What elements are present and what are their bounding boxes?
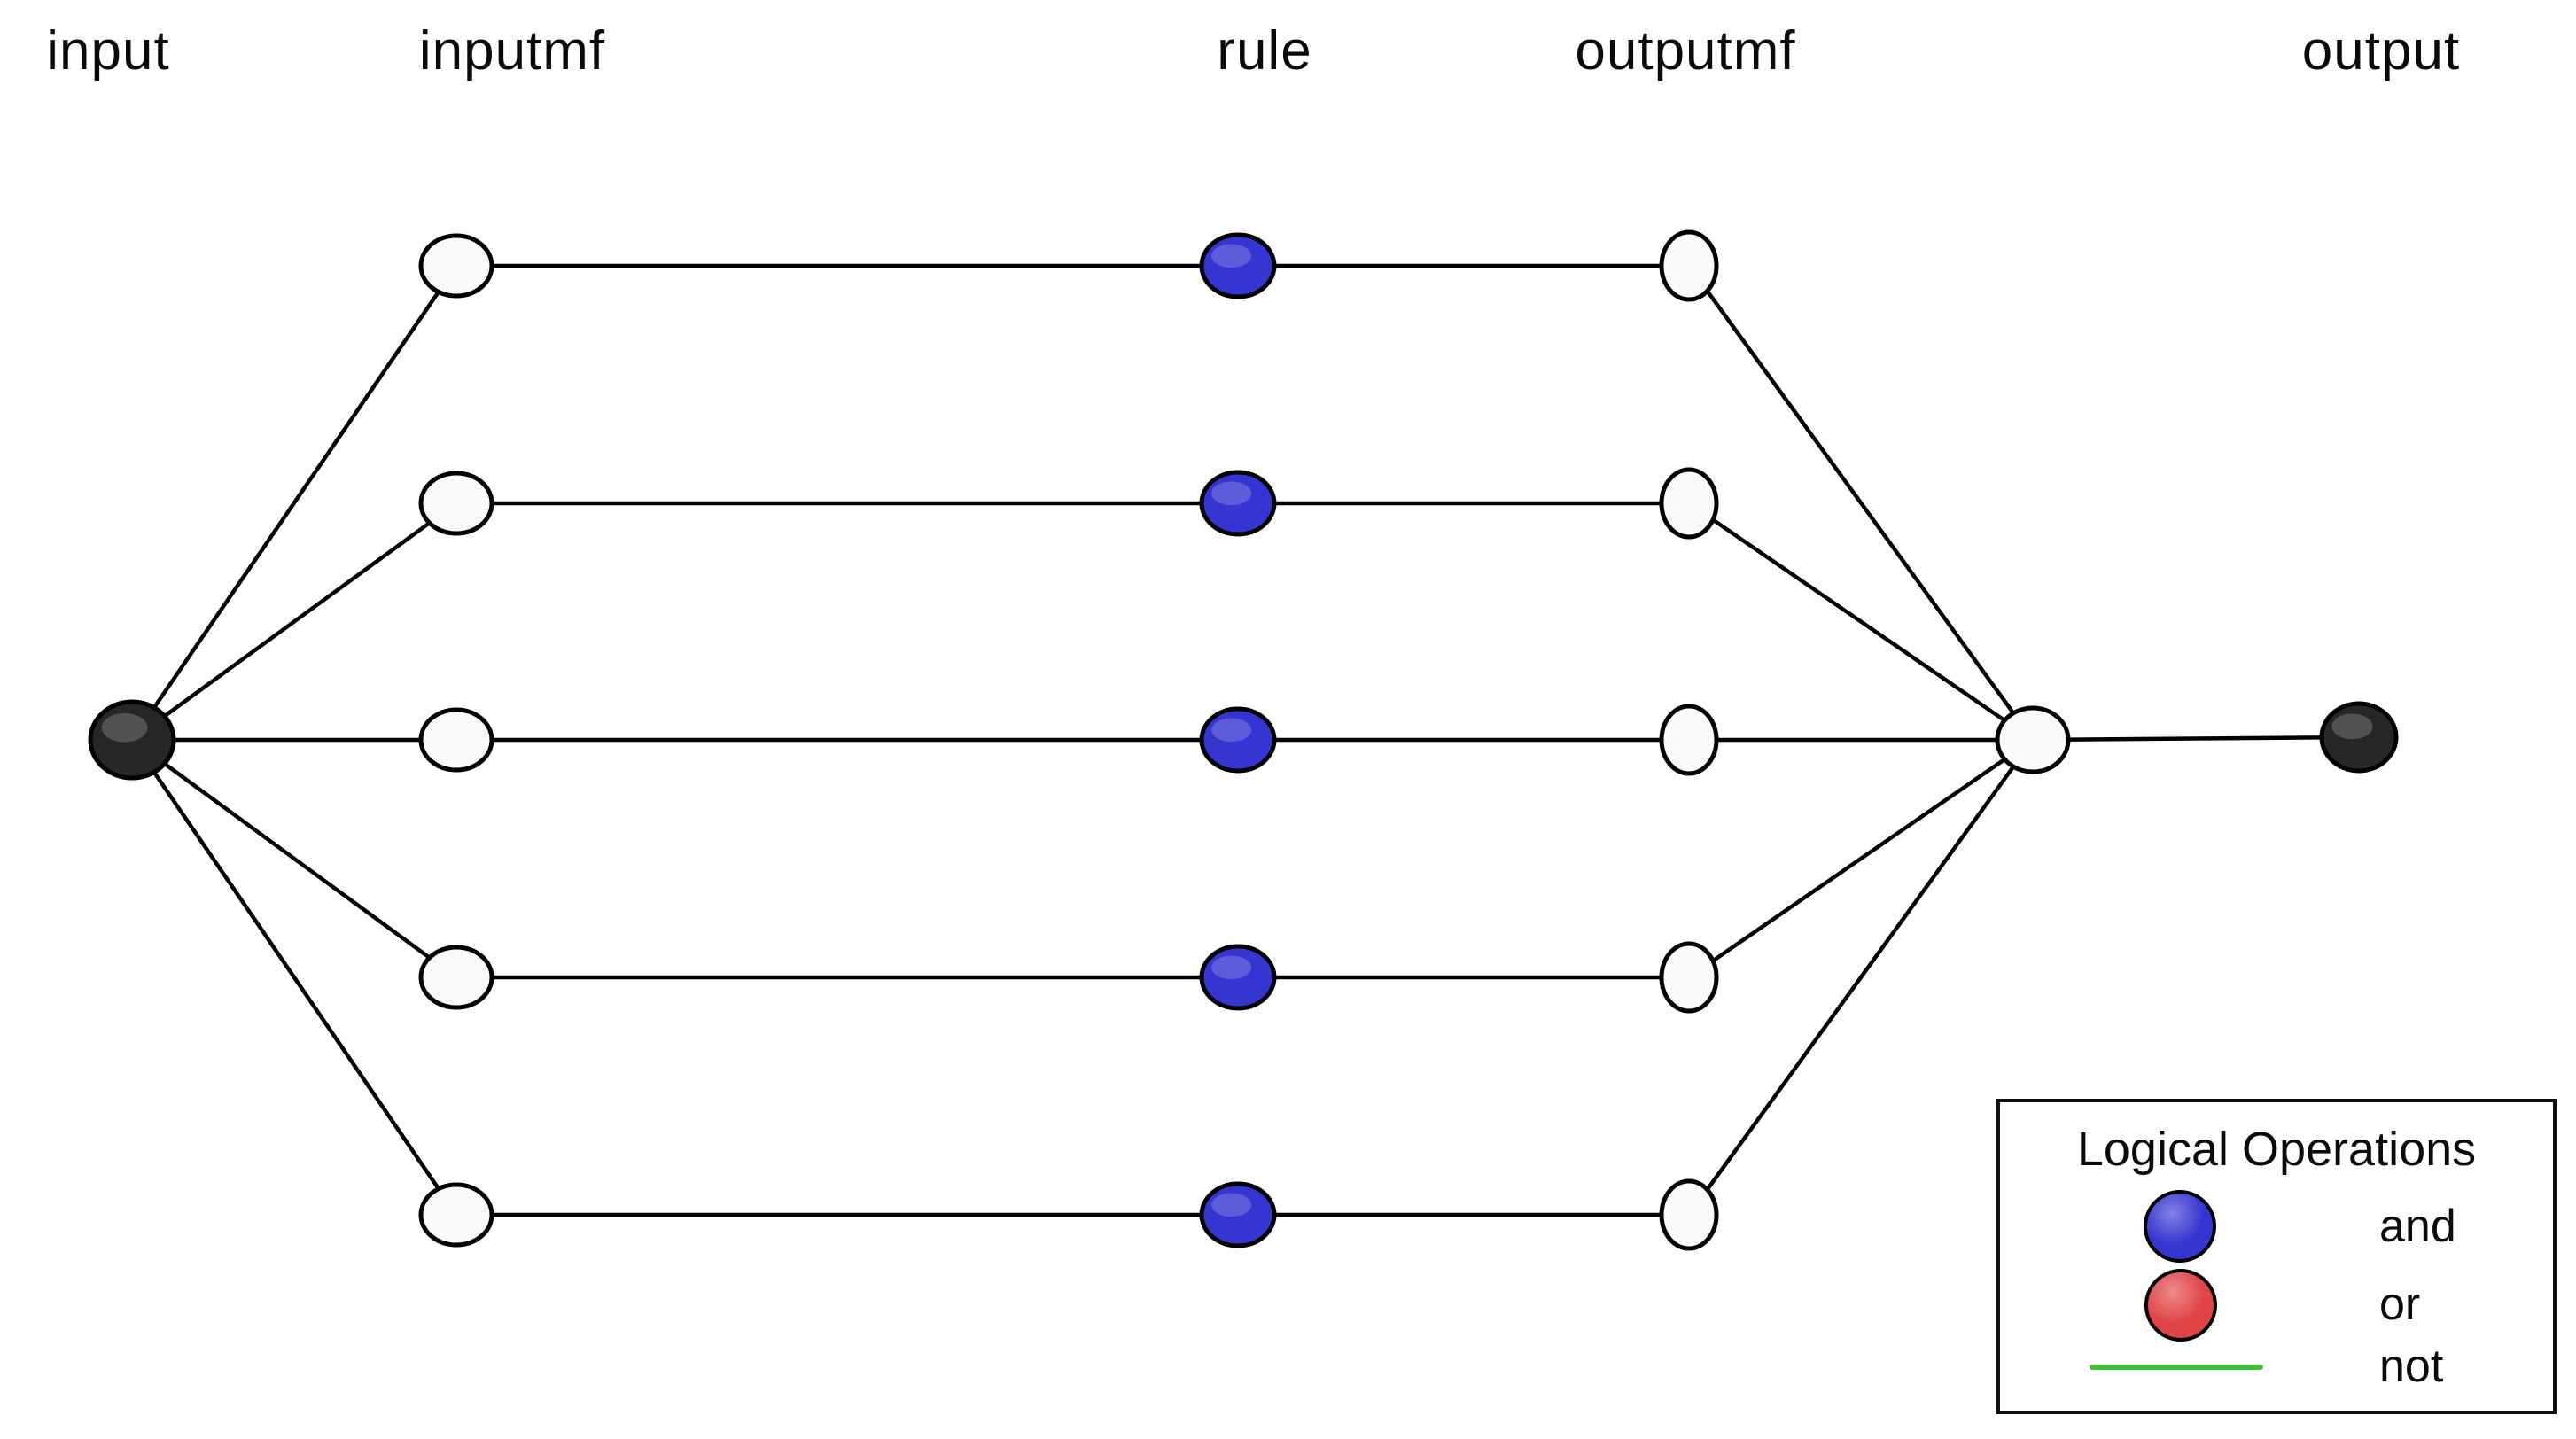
column-label-rule: rule — [1217, 20, 1312, 82]
rule-node — [1199, 232, 1277, 299]
rule-node — [1199, 706, 1277, 774]
rule-node-highlight — [1211, 955, 1252, 980]
rule-node — [1199, 1181, 1277, 1248]
legend-label-and: and — [2379, 1201, 2456, 1252]
edge-input-mf4 — [130, 738, 458, 979]
edge-omf5-agg — [1687, 738, 2035, 1217]
rule-node-highlight — [1211, 481, 1252, 506]
column-label-input: input — [46, 20, 170, 82]
edge-omf2-agg — [1687, 502, 2035, 742]
inputmf-node — [418, 707, 494, 773]
outputmf-node — [1659, 941, 1719, 1014]
output-node — [2319, 701, 2399, 774]
aggregate-node — [1995, 705, 2071, 774]
or-node-icon — [2144, 1269, 2217, 1342]
inputmf-node — [418, 471, 494, 536]
edge-omf4-agg — [1687, 738, 2035, 979]
and-node-icon — [2144, 1190, 2216, 1263]
edge-omf1-agg — [1687, 264, 2035, 742]
outputmf-node — [1659, 467, 1719, 540]
edge-agg-output — [2032, 735, 2360, 743]
outputmf-node — [1659, 704, 1719, 776]
edge-input-mf5 — [130, 738, 458, 1217]
output-node-highlight — [2331, 713, 2373, 740]
rule-node — [1199, 944, 1277, 1011]
inputmf-node — [418, 233, 494, 299]
column-label-outputmf: outputmf — [1575, 20, 1796, 82]
edge-input-mf1 — [130, 264, 458, 742]
input-node-highlight — [101, 712, 148, 743]
column-label-inputmf: inputmf — [418, 20, 606, 82]
rule-node-highlight — [1211, 1193, 1252, 1217]
rule-node-highlight — [1211, 244, 1252, 268]
not-line-icon — [2090, 1365, 2263, 1370]
legend-title: Logical Operations — [2076, 1123, 2477, 1176]
outputmf-node — [1659, 229, 1719, 302]
rule-node-highlight — [1211, 718, 1252, 743]
edge-input-mf2 — [130, 502, 458, 742]
legend-label-or: or — [2379, 1279, 2421, 1330]
column-label-output: output — [2301, 20, 2461, 82]
inputmf-node — [418, 1182, 494, 1248]
inputmf-node — [418, 945, 494, 1010]
legend-label-not: not — [2379, 1341, 2444, 1392]
rule-node — [1199, 470, 1277, 537]
legend-box: Logical Operations and or not — [1996, 1099, 2557, 1414]
outputmf-node — [1659, 1178, 1719, 1251]
input-node — [88, 699, 176, 781]
